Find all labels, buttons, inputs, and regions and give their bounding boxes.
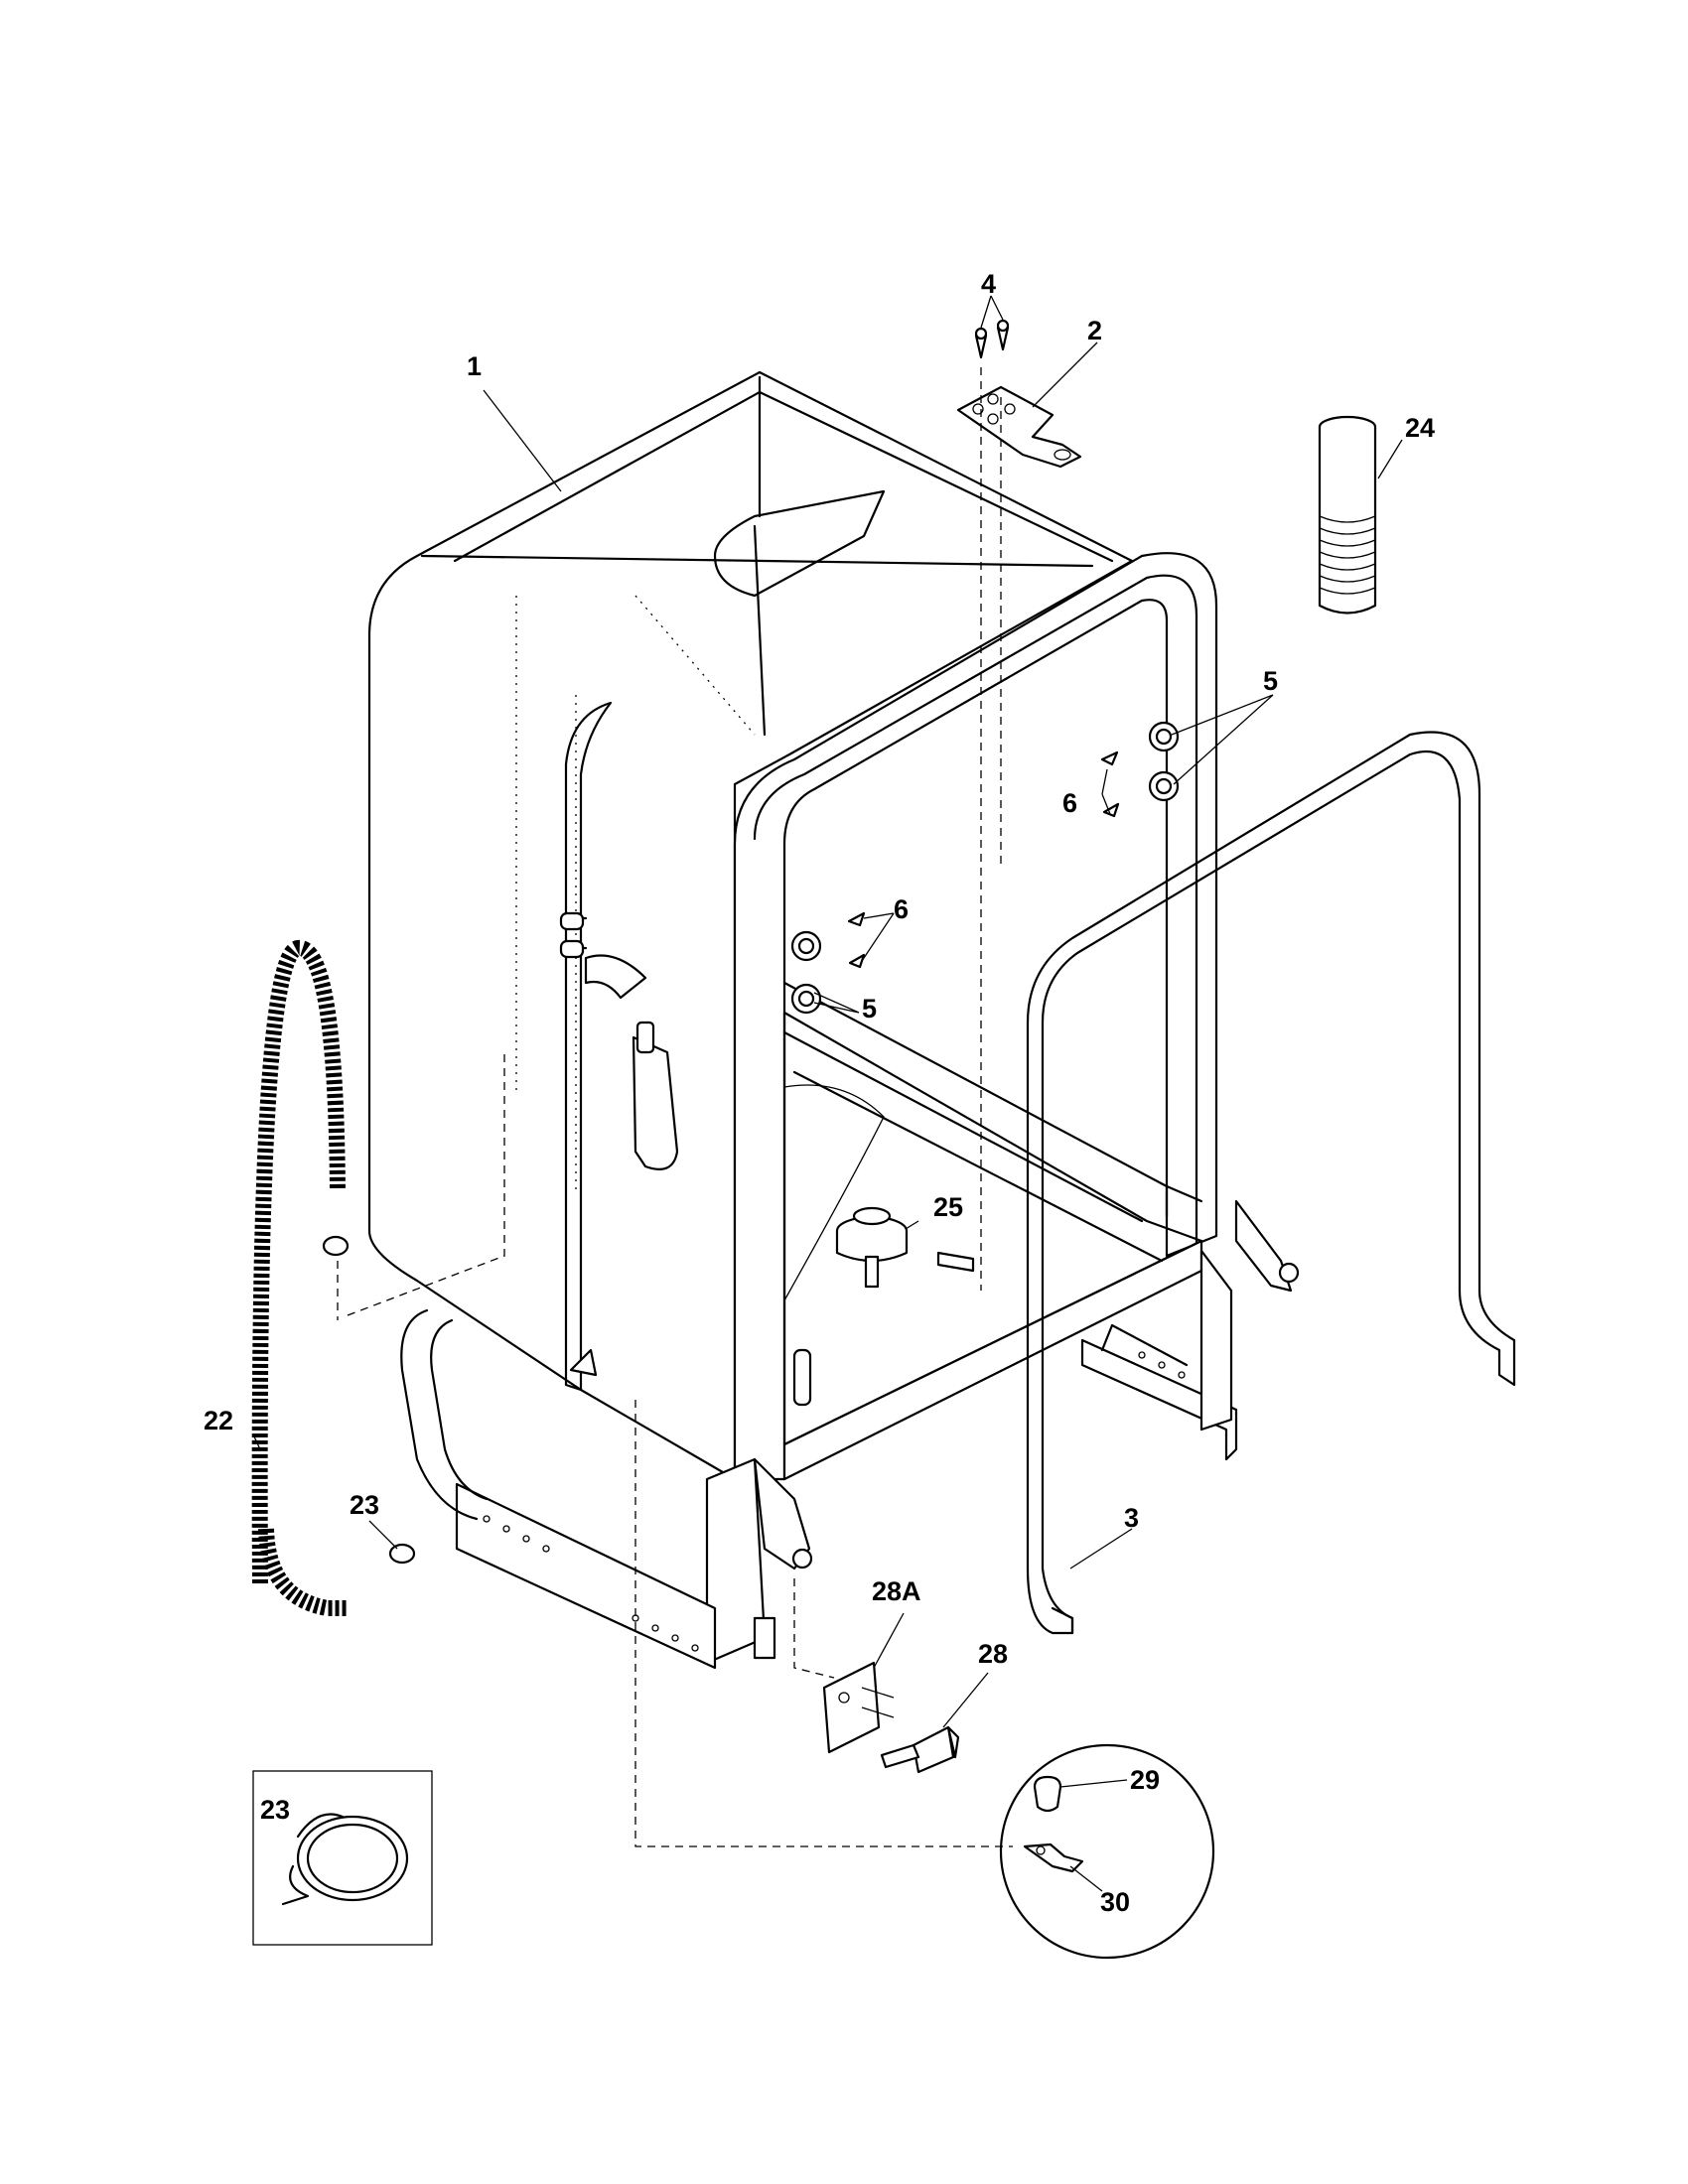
hose-clamp-small — [322, 1235, 416, 1565]
callout-28: 28 — [978, 1639, 1008, 1669]
callout-23b: 23 — [260, 1795, 290, 1825]
clamp-detail-box — [252, 1770, 433, 1946]
callout-29: 29 — [1130, 1765, 1160, 1795]
callout-22: 22 — [204, 1406, 233, 1435]
callout-5a: 5 — [1263, 666, 1278, 696]
door-seal — [1026, 731, 1516, 1635]
callout-1: 1 — [467, 351, 482, 381]
callout-24: 24 — [1405, 413, 1435, 443]
switch-bracket — [822, 1661, 895, 1754]
mounting-bracket — [956, 385, 1082, 469]
float-assembly — [783, 1084, 975, 1407]
callout-6a: 6 — [1062, 788, 1077, 818]
callout-25: 25 — [933, 1192, 963, 1222]
drain-hose — [251, 940, 348, 1616]
callout-2: 2 — [1087, 316, 1102, 345]
callout-5b: 5 — [862, 994, 877, 1024]
callout-30: 30 — [1100, 1887, 1130, 1917]
callout-23a: 23 — [350, 1490, 379, 1520]
callout-4: 4 — [981, 269, 996, 299]
door-switch — [880, 1725, 960, 1774]
callout-6b: 6 — [894, 894, 909, 924]
screws — [974, 319, 1010, 359]
callout-28a: 28A — [872, 1576, 921, 1606]
leader-lines — [252, 295, 1403, 1892]
tub-front-frame — [400, 552, 1300, 1670]
tub — [367, 370, 1134, 1481]
rack-rollers-right — [1100, 721, 1180, 818]
detail-circle — [999, 1743, 1215, 1960]
vent-tube — [1318, 415, 1377, 614]
rack-rollers-left — [790, 911, 866, 1015]
callout-3: 3 — [1124, 1503, 1139, 1533]
